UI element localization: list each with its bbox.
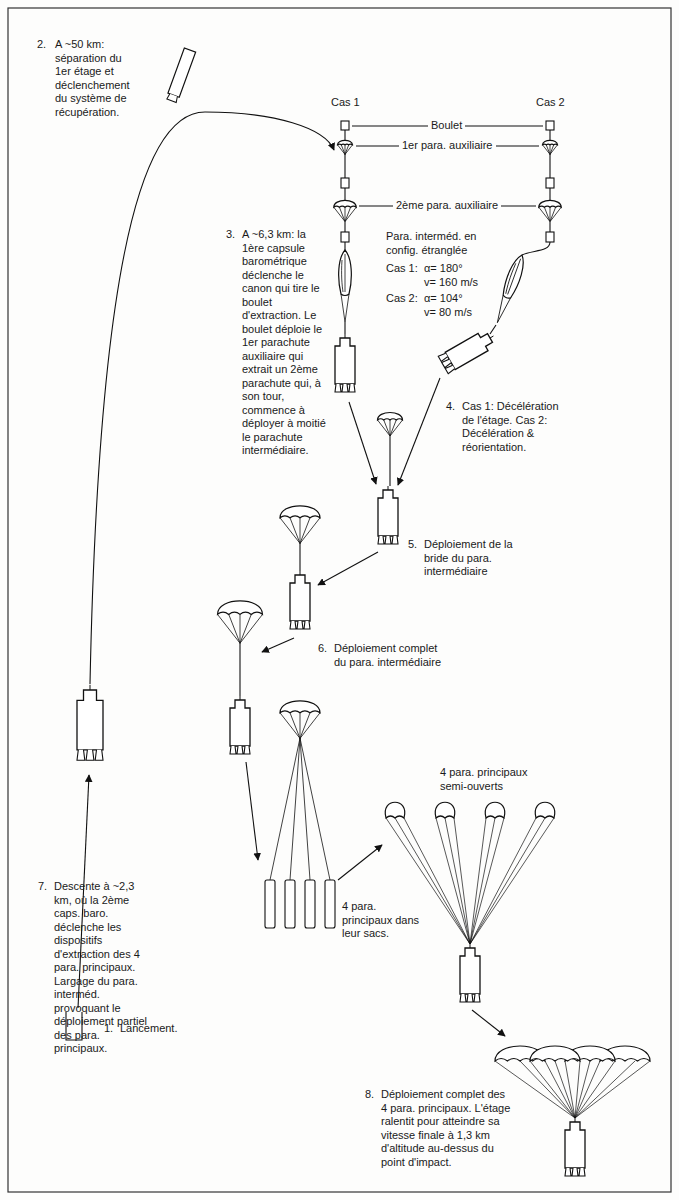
line-label: 1er para. auxiliaire <box>399 139 496 153</box>
step-number: 3. <box>226 228 235 242</box>
annotation-text: Cas 2: <box>386 292 418 306</box>
annotation-text: α= 180° <box>424 262 463 276</box>
step-number: 5. <box>408 538 417 552</box>
annotation-text: Cas 1: <box>386 262 418 276</box>
annotation-text: 4 para. principaux dans leur sacs. <box>342 900 427 941</box>
step-number: 6. <box>318 642 327 656</box>
annotation-text: v= 80 m/s <box>424 306 472 320</box>
annotation-text: Déploiement de la bride du para. intermé… <box>424 538 539 579</box>
annotation-text: Cas 2 <box>536 96 565 110</box>
annotation-text: Descente à ~2,3 km, où la 2ème caps. bar… <box>54 880 154 1056</box>
annotation-text: Para. interméd. en config. étranglée <box>386 230 481 257</box>
annotation-text: A ~50 km: séparation du 1er étage et déc… <box>55 38 137 119</box>
line-label: 2ème para. auxiliaire <box>393 199 501 213</box>
annotation-text: Cas 1 <box>331 96 360 110</box>
annotation-text: Cas 1: Décélération de l'étage. Cas 2: D… <box>462 400 567 454</box>
step-number: 4. <box>446 400 455 414</box>
step-number: 2. <box>37 38 46 52</box>
annotation-text: α= 104° <box>424 292 463 306</box>
line-label: Boulet <box>428 119 465 133</box>
step-number: 7. <box>38 880 47 894</box>
annotation-text: 4 para. principaux semi-ouverts <box>440 766 550 793</box>
annotation-text: Déploiement complet des 4 para. principa… <box>381 1088 513 1169</box>
annotation-text: v= 160 m/s <box>424 276 478 290</box>
annotation-text: Déploiement complet du para. intermédiai… <box>334 642 444 669</box>
annotation-text: A ~6,3 km: la 1ère capsule barométrique … <box>242 228 330 458</box>
step-number: 8. <box>365 1088 374 1102</box>
